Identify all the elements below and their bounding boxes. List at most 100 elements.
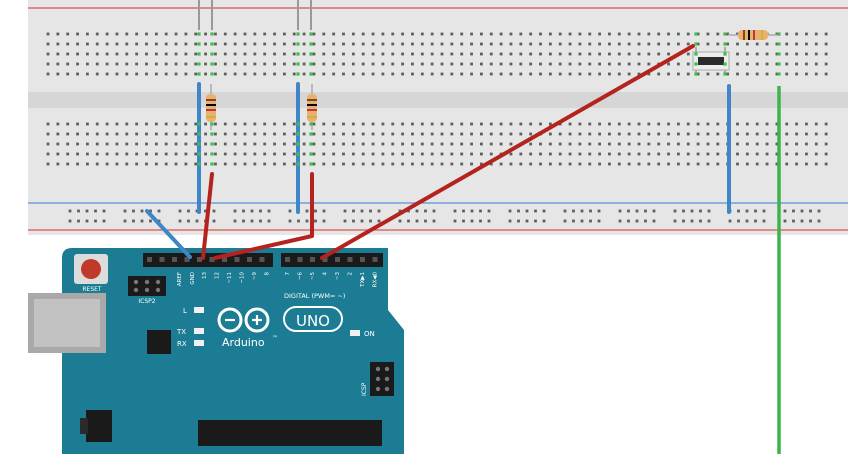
breadboard-hole: [66, 152, 70, 156]
breadboard-hole: [371, 52, 375, 56]
highlight-hole: [723, 42, 727, 46]
rail-hole: [618, 219, 622, 223]
breadboard-hole: [795, 52, 798, 56]
breadboard-hole: [795, 162, 798, 166]
breadboard-hole: [637, 132, 641, 136]
breadboard-hole: [529, 132, 533, 136]
breadboard-hole: [95, 132, 99, 136]
breadboard-hole: [154, 142, 158, 146]
breadboard-hole: [627, 42, 631, 46]
breadboard-hole: [637, 122, 641, 126]
highlight-hole: [309, 162, 313, 166]
breadboard-hole: [755, 162, 759, 166]
breadboard-hole: [145, 152, 148, 156]
breadboard-hole: [283, 162, 286, 166]
breadboard-hole: [637, 32, 641, 36]
breadboard-hole: [302, 72, 306, 76]
breadboard-hole: [371, 62, 375, 66]
breadboard-hole: [755, 62, 759, 66]
breadboard-hole: [430, 142, 434, 146]
rail-hole: [462, 219, 465, 223]
breadboard-hole: [608, 62, 611, 66]
breadboard-hole: [499, 142, 503, 146]
rail-hole: [792, 219, 795, 223]
breadboard-hole: [765, 142, 769, 146]
breadboard-hole: [273, 42, 276, 46]
breadboard-hole: [509, 122, 513, 126]
header-socket: [234, 257, 240, 262]
rail-hole: [322, 209, 326, 213]
breadboard-hole: [56, 42, 60, 46]
breadboard-hole: [125, 142, 129, 146]
breadboard-hole: [460, 52, 464, 56]
breadboard-hole: [312, 152, 316, 156]
highlight-hole: [309, 62, 313, 66]
breadboard-hole: [726, 42, 730, 46]
led-l: [194, 307, 204, 313]
rail-hole: [580, 209, 584, 213]
breadboard-hole: [194, 122, 198, 126]
breadboard-hole: [46, 62, 50, 66]
breadboard-hole: [440, 122, 444, 126]
breadboard-hole: [233, 72, 237, 76]
breadboard-hole: [627, 132, 631, 136]
breadboard-hole: [745, 62, 749, 66]
rail-hole: [297, 219, 300, 223]
breadboard-hole: [529, 152, 533, 156]
highlight-hole: [309, 122, 313, 126]
breadboard-hole: [598, 132, 601, 136]
highlight-hole: [210, 52, 214, 56]
breadboard-hole: [755, 122, 759, 126]
rail-hole: [754, 219, 757, 223]
breadboard-hole: [824, 132, 828, 136]
breadboard-hole: [785, 62, 789, 66]
breadboard-hole: [667, 142, 670, 146]
breadboard-hole: [460, 72, 464, 76]
breadboard-hole: [736, 132, 739, 136]
rail-hole: [360, 209, 364, 213]
breadboard-hole: [480, 52, 483, 56]
pin-label-low-3: 4: [323, 272, 329, 276]
breadboard-hole: [46, 152, 50, 156]
breadboard-hole: [76, 132, 79, 136]
breadboard-hole: [519, 32, 523, 36]
rail-hole: [85, 219, 89, 223]
breadboard-hole: [283, 32, 286, 36]
breadboard-hole: [716, 142, 720, 146]
breadboard-hole: [135, 32, 139, 36]
breadboard-hole: [302, 32, 306, 36]
breadboard-hole: [154, 152, 158, 156]
reset-button-cap[interactable]: [81, 259, 101, 279]
breadboard-hole: [342, 32, 345, 36]
rail-hole: [360, 219, 364, 223]
rail-hole: [682, 209, 685, 213]
breadboard-hole: [627, 122, 631, 126]
breadboard-hole: [154, 32, 158, 36]
breadboard-hole: [539, 122, 542, 126]
breadboard-hole: [795, 142, 798, 146]
rail-hole: [314, 219, 317, 223]
breadboard-hole: [154, 62, 158, 66]
rail-hole: [762, 219, 766, 223]
breadboard-hole: [450, 52, 454, 56]
breadboard-hole: [568, 122, 572, 126]
breadboard-hole: [283, 122, 286, 126]
breadboard-hole: [371, 142, 375, 146]
breadboard-hole: [568, 42, 572, 46]
breadboard-hole: [86, 132, 89, 136]
breadboard-hole: [795, 132, 798, 136]
breadboard-hole: [617, 32, 621, 36]
breadboard-hole: [283, 152, 286, 156]
breadboard-hole: [46, 42, 50, 46]
breadboard-hole: [588, 52, 592, 56]
breadboard-hole: [391, 162, 395, 166]
pin-label-gnd: GND: [190, 272, 196, 285]
reset-label: RESET: [82, 286, 102, 293]
breadboard-hole: [588, 62, 592, 66]
breadboard-hole: [470, 62, 473, 66]
breadboard-hole: [667, 52, 670, 56]
rail-hole: [745, 209, 749, 213]
uno-badge: [283, 306, 343, 332]
breadboard-hole: [824, 122, 828, 126]
breadboard-hole: [598, 42, 601, 46]
